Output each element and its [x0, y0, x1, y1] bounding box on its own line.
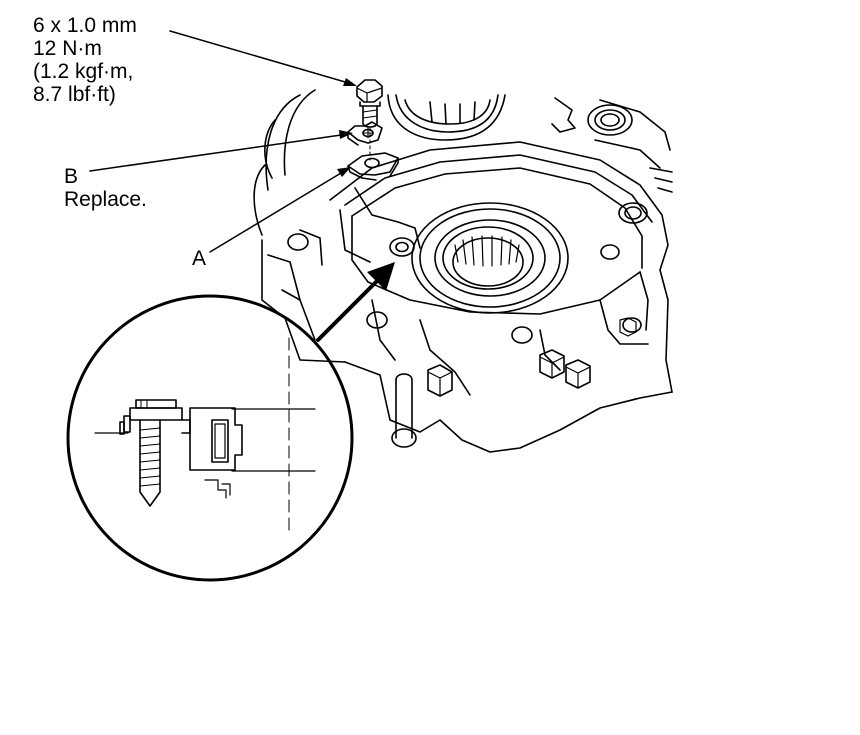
bolt-size-label: 6 x 1.0 mm [33, 14, 137, 37]
detail-arrow [316, 262, 395, 342]
leader-lines [89, 30, 353, 253]
part-a-callout: A [192, 247, 206, 270]
part-a-letter: A [192, 247, 207, 270]
part-b-letter: B [64, 165, 79, 188]
bolt-torque-nm-label: 12 N·m [33, 37, 102, 60]
upper-seal [587, 104, 633, 136]
lock-plate-b [347, 121, 383, 146]
lower-studs [391, 317, 637, 448]
flange-bolt [356, 79, 383, 128]
leader-arrowheads [337, 78, 357, 177]
bracket-bolt-hole [389, 237, 415, 257]
main-shaft-seal [411, 202, 569, 314]
detail-view-circle [66, 294, 354, 582]
bracket-a [347, 152, 399, 181]
transmission-housing [253, 89, 673, 453]
bolt-spec-callout: 6 x 1.0 mm 12 N·m (1.2 kgf·m, 8.7 lbf·ft… [33, 14, 137, 106]
part-b-callout: B Replace. [64, 165, 147, 211]
upper-bearing [387, 94, 506, 141]
bolt-torque-lbfft-label: 8.7 lbf·ft) [33, 83, 116, 106]
housing-bolt-holes [287, 202, 648, 344]
bolt-torque-kgfm-label: (1.2 kgf·m, [33, 60, 134, 83]
part-b-note: Replace. [64, 188, 147, 211]
